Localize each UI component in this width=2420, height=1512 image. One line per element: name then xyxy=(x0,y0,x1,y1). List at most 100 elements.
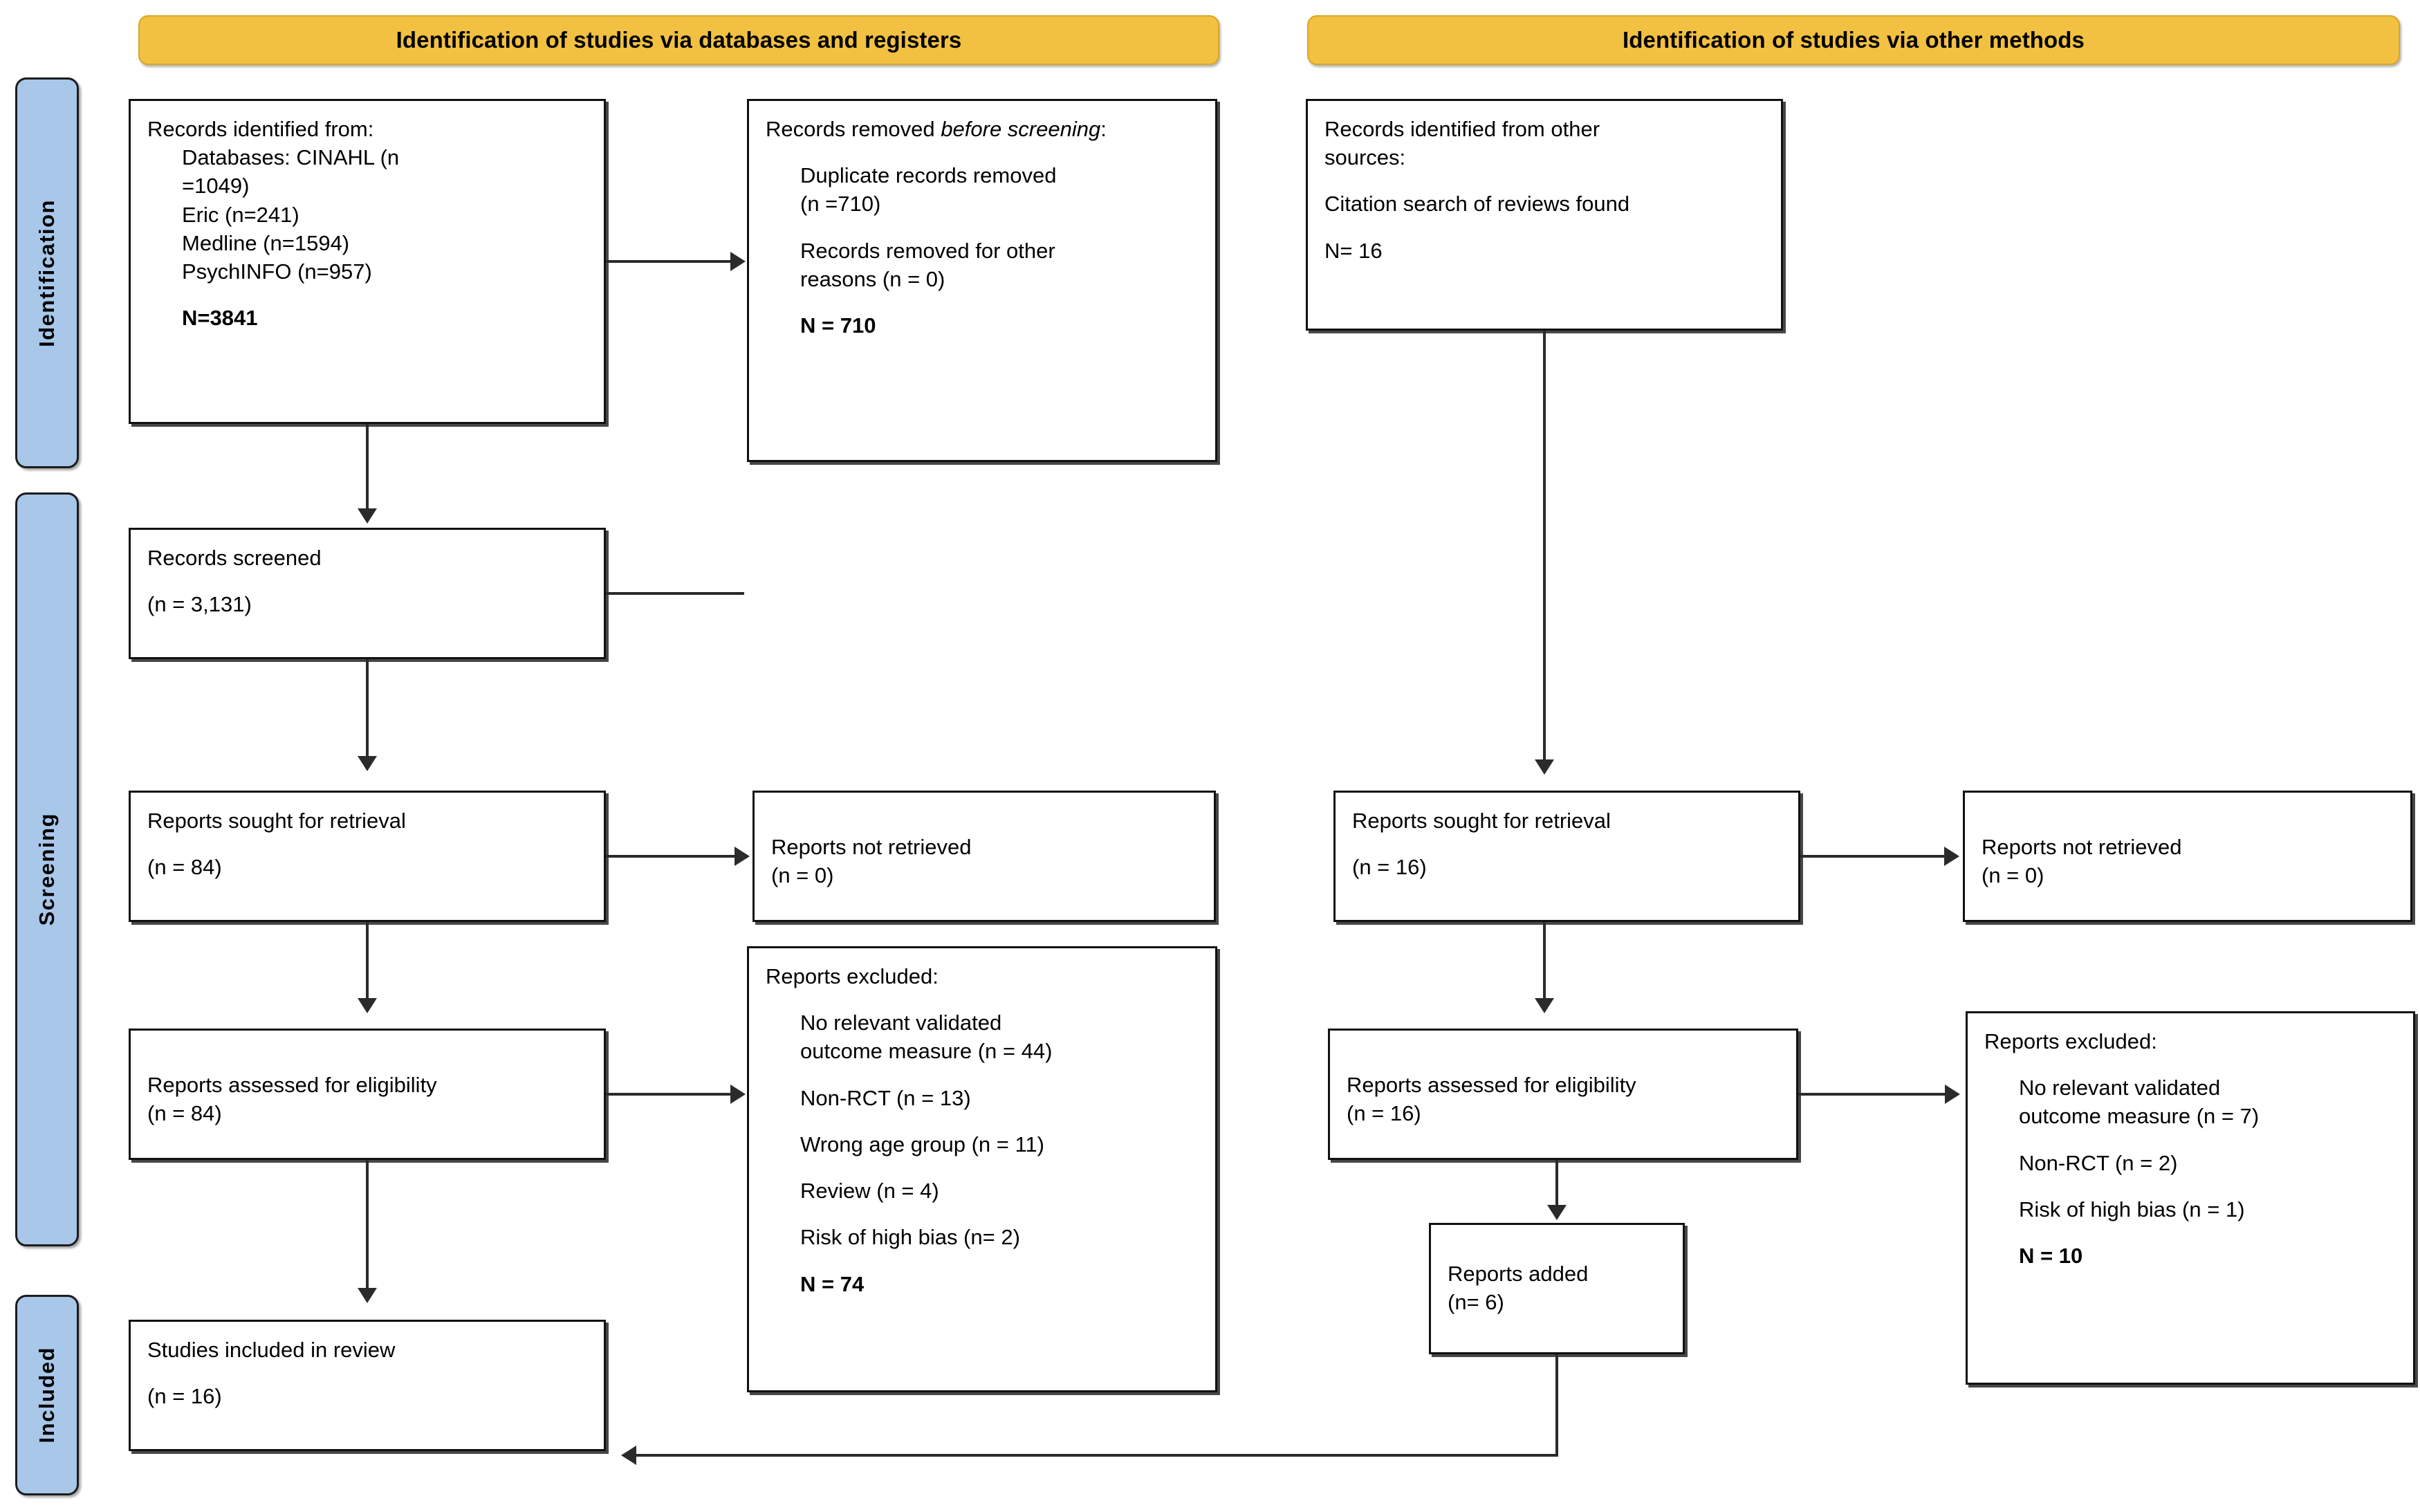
stage-bar-identification: Identification xyxy=(15,77,79,468)
box-reports-assessed-right: Reports assessed for eligibility (n = 16… xyxy=(1328,1029,1798,1160)
records-screened-count: (n = 3,131) xyxy=(147,592,252,617)
connector-added-to-included-horizontal xyxy=(636,1454,1558,1457)
other-sources-total: N= 16 xyxy=(1324,238,1383,263)
connector-added-to-included-vertical xyxy=(1555,1354,1558,1457)
box-records-screened: Records screened (n = 3,131) xyxy=(129,528,606,659)
header-other-methods-label: Identification of studies via other meth… xyxy=(1622,27,2085,53)
header-databases-label: Identification of studies via databases … xyxy=(396,27,962,53)
box-reports-sought-right: Reports sought for retrieval (n = 16) xyxy=(1333,791,1800,922)
box-reports-not-retrieved-right: Reports not retrieved (n = 0) xyxy=(1963,791,2412,922)
connector-sought-left-to-assessed xyxy=(366,922,369,998)
reports-excluded-left-reason-4: Review (n = 4) xyxy=(800,1179,939,1204)
header-other-methods: Identification of studies via other meth… xyxy=(1307,15,2400,65)
connector-screened-to-excluded-stub xyxy=(606,592,744,595)
box-reports-excluded-left: Reports excluded: No relevant validated … xyxy=(747,946,1217,1392)
reports-added-title: Reports added xyxy=(1448,1262,1589,1286)
stage-label-included: Included xyxy=(35,1347,59,1444)
reports-excluded-right-reason-1: outcome measure (n = 7) xyxy=(2019,1104,2260,1129)
reports-excluded-left-reason-1: outcome measure (n = 44) xyxy=(800,1039,1053,1064)
reports-added-count: (n= 6) xyxy=(1448,1290,1504,1315)
arrow-other-sources-to-sought-right xyxy=(1535,759,1554,775)
records-identified-total: N=3841 xyxy=(182,306,258,331)
records-removed-title: Records removed before screening: xyxy=(766,115,1200,143)
box-reports-added: Reports added (n= 6) xyxy=(1429,1223,1685,1354)
reports-sought-left-title: Reports sought for retrieval xyxy=(147,809,406,833)
box-records-identified: Records identified from: Databases: CINA… xyxy=(129,99,606,424)
box-reports-sought-left: Reports sought for retrieval (n = 84) xyxy=(129,791,606,922)
reports-assessed-right-title: Reports assessed for eligibility xyxy=(1347,1073,1636,1097)
connector-identified-to-screened xyxy=(366,424,369,508)
connector-sought-right-to-not-retrieved xyxy=(1800,855,1944,858)
arrow-assessed-right-to-excluded-right xyxy=(1945,1085,1960,1104)
connector-assessed-left-to-included xyxy=(366,1160,369,1288)
reports-sought-right-count: (n = 16) xyxy=(1352,855,1427,880)
arrow-sought-left-to-assessed xyxy=(358,998,377,1013)
arrow-identified-to-screened xyxy=(358,508,377,524)
box-reports-assessed-left: Reports assessed for eligibility (n = 84… xyxy=(129,1029,606,1160)
other-sources-line-1: Records identified from other xyxy=(1324,117,1600,141)
box-reports-excluded-right: Reports excluded: No relevant validated … xyxy=(1966,1011,2415,1385)
reports-sought-left-count: (n = 84) xyxy=(147,855,222,880)
box-studies-included: Studies included in review (n = 16) xyxy=(129,1320,606,1451)
arrow-sought-right-to-not-retrieved xyxy=(1944,847,1959,866)
records-removed-title-colon: : xyxy=(1100,117,1107,141)
reports-assessed-right-count: (n = 16) xyxy=(1347,1101,1421,1126)
records-identified-item-1: =1049) xyxy=(182,174,250,199)
records-identified-item-4: PsychINFO (n=957) xyxy=(182,259,372,284)
records-identified-item-0: Databases: CINAHL (n xyxy=(182,145,400,170)
box-reports-not-retrieved-left: Reports not retrieved (n = 0) xyxy=(752,791,1216,922)
connector-assessed-right-to-added xyxy=(1555,1160,1558,1205)
connector-other-sources-to-sought-right xyxy=(1543,331,1546,759)
records-removed-item-2: Records removed for other xyxy=(800,238,1055,263)
records-removed-title-italic: before screening xyxy=(941,117,1101,141)
arrow-sought-right-to-assessed-right xyxy=(1535,998,1554,1013)
records-removed-title-plain: Records removed xyxy=(766,117,941,141)
stage-bar-screening: Screening xyxy=(15,492,79,1246)
reports-excluded-right-total: N = 10 xyxy=(2019,1244,2083,1269)
reports-not-retrieved-left-title: Reports not retrieved xyxy=(771,835,972,859)
records-identified-item-2: Eric (n=241) xyxy=(182,202,299,227)
arrow-sought-left-to-not-retrieved xyxy=(735,847,750,866)
arrow-screened-to-sought xyxy=(358,756,377,771)
records-removed-item-3: reasons (n = 0) xyxy=(800,266,945,291)
reports-assessed-left-count: (n = 84) xyxy=(147,1101,222,1126)
connector-screened-to-sought xyxy=(366,659,369,756)
records-removed-item-1: (n =710) xyxy=(800,192,881,216)
reports-excluded-right-reason-0: No relevant validated xyxy=(2019,1076,2221,1100)
stage-label-screening: Screening xyxy=(35,813,59,926)
reports-excluded-right-reason-3: Risk of high bias (n = 1) xyxy=(2019,1197,2245,1221)
reports-assessed-left-title: Reports assessed for eligibility xyxy=(147,1073,437,1097)
arrow-assessed-right-to-added xyxy=(1547,1205,1567,1220)
studies-included-title: Studies included in review xyxy=(147,1338,396,1362)
records-identified-title: Records identified from: xyxy=(147,117,374,141)
reports-sought-right-title: Reports sought for retrieval xyxy=(1352,809,1611,833)
arrow-assessed-left-to-included xyxy=(358,1288,377,1303)
reports-not-retrieved-left-count: (n = 0) xyxy=(771,863,834,888)
connector-sought-right-to-assessed-right xyxy=(1543,922,1546,998)
reports-not-retrieved-right-title: Reports not retrieved xyxy=(1982,835,2182,859)
reports-excluded-left-reason-5: Risk of high bias (n= 2) xyxy=(800,1225,1020,1250)
reports-not-retrieved-right-count: (n = 0) xyxy=(1982,863,2044,888)
arrow-added-to-included xyxy=(621,1446,636,1465)
box-records-identified-other-sources: Records identified from other sources: C… xyxy=(1306,99,1783,331)
records-removed-total: N = 710 xyxy=(800,313,876,338)
records-identified-item-3: Medline (n=1594) xyxy=(182,230,350,255)
reports-excluded-left-reason-2: Non-RCT (n = 13) xyxy=(800,1085,971,1110)
reports-excluded-right-reason-2: Non-RCT (n = 2) xyxy=(2019,1150,2178,1175)
connector-identified-to-removed xyxy=(606,260,730,263)
connector-assessed-right-to-excluded-right xyxy=(1798,1093,1945,1096)
other-sources-line-3: Citation search of reviews found xyxy=(1324,192,1630,216)
reports-excluded-right-title: Reports excluded: xyxy=(1984,1029,2157,1053)
header-databases-and-registers: Identification of studies via databases … xyxy=(138,15,1219,65)
stage-label-identification: Identification xyxy=(35,199,59,347)
connector-sought-left-to-not-retrieved xyxy=(606,855,735,858)
reports-excluded-left-reason-3: Wrong age group (n = 11) xyxy=(800,1132,1044,1156)
reports-excluded-left-reason-0: No relevant validated xyxy=(800,1011,1002,1035)
connector-assessed-left-to-excluded xyxy=(606,1093,730,1096)
other-sources-line-2: sources: xyxy=(1324,145,1406,170)
records-removed-item-0: Duplicate records removed xyxy=(800,163,1057,188)
reports-excluded-left-total: N = 74 xyxy=(800,1271,865,1296)
box-records-removed-before-screening: Records removed before screening: Duplic… xyxy=(747,99,1217,462)
studies-included-count: (n = 16) xyxy=(147,1384,222,1409)
